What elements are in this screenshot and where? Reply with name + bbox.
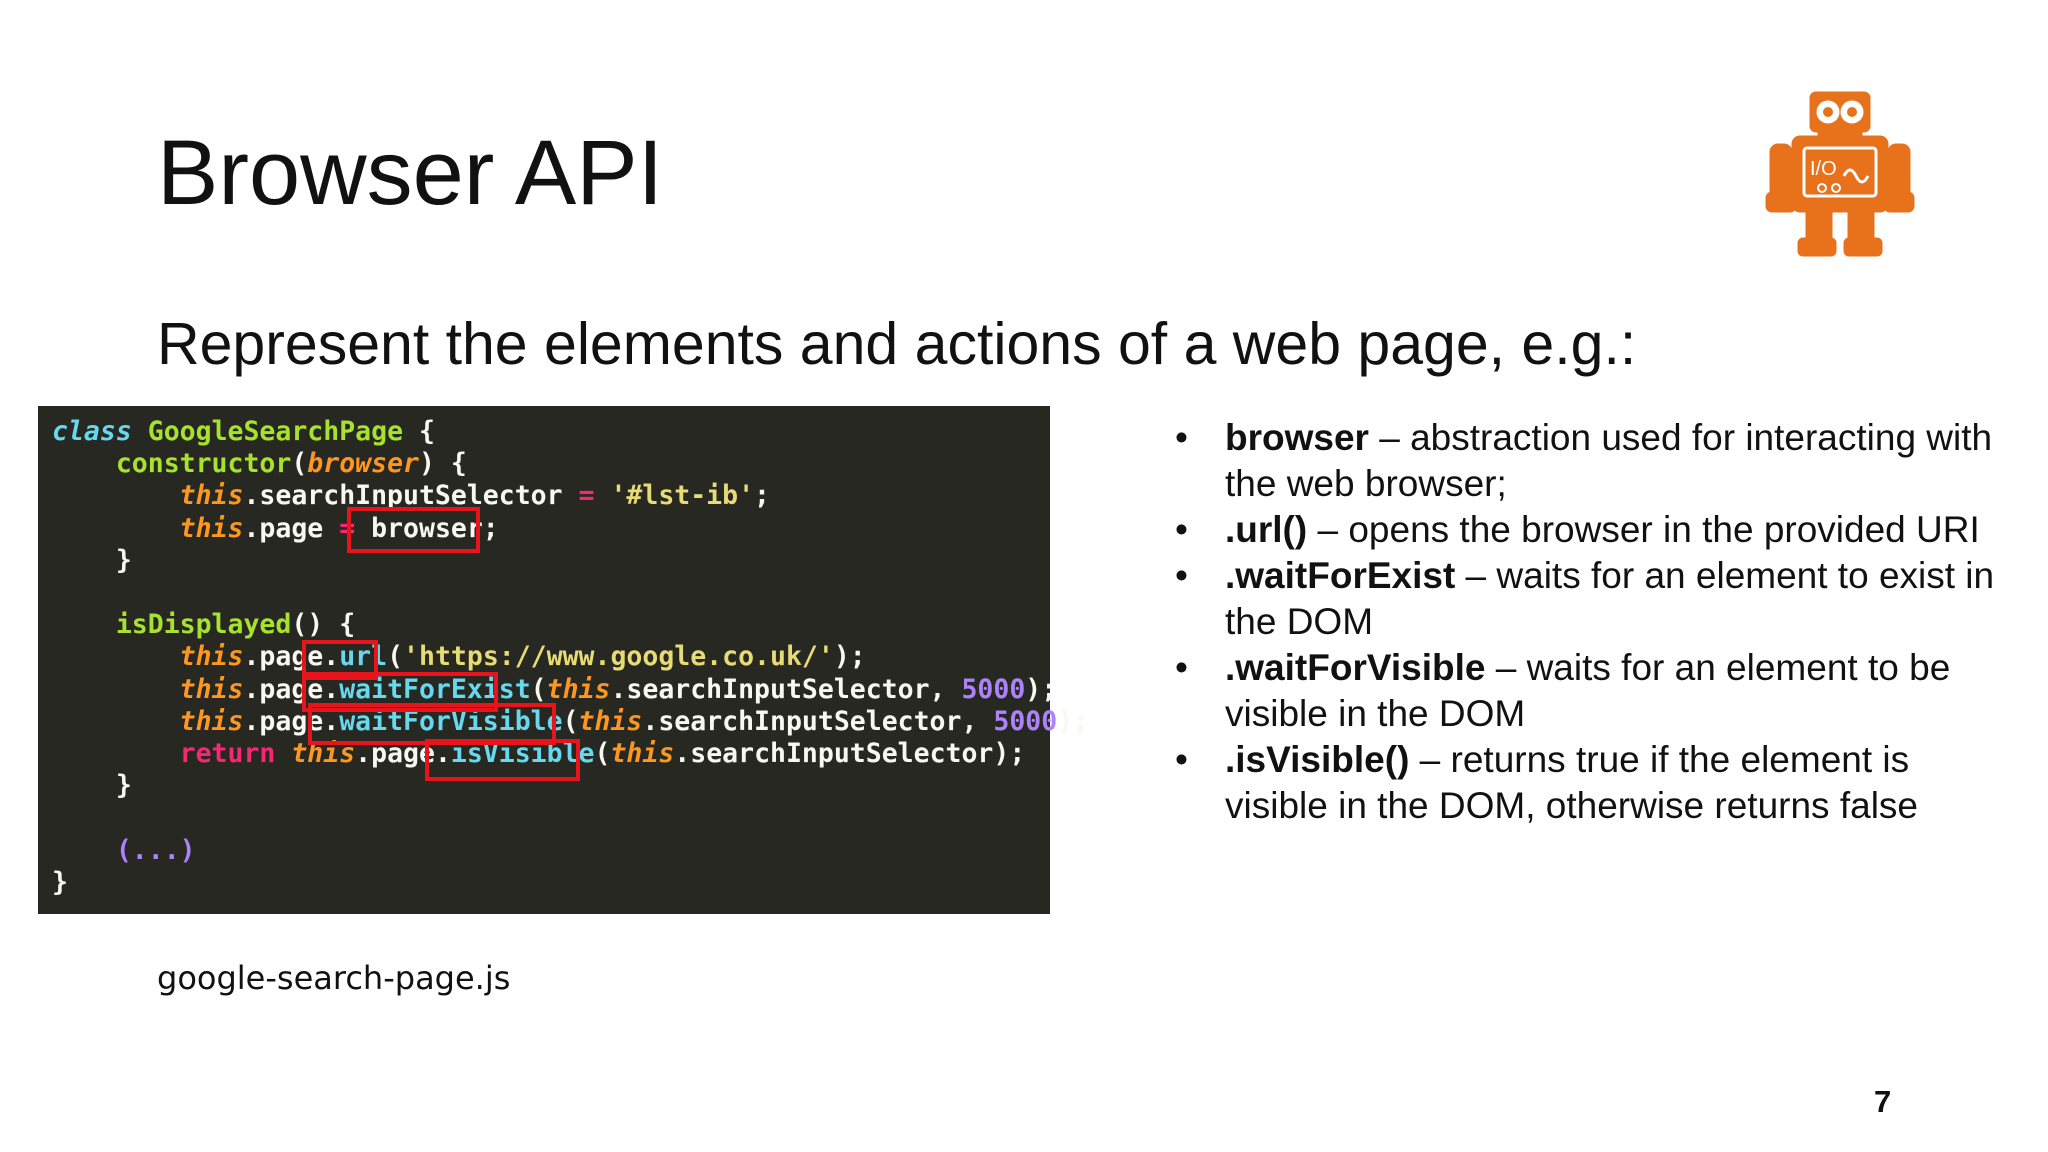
code-token: this (179, 512, 244, 544)
api-bullet-list: •browser – abstraction used for interact… (1170, 415, 2020, 829)
code-token: this (546, 673, 611, 705)
code-token: return (179, 738, 276, 770)
code-token: 5000 (961, 673, 1026, 705)
bullet-description: – waits for an element to be visible in … (1225, 647, 1951, 734)
highlight-waitforexist (302, 672, 498, 712)
bullet-description: – opens the browser in the provided URI (1307, 509, 1980, 550)
code-token: this (610, 738, 675, 770)
bullet-item: •.waitForExist – waits for an element to… (1175, 555, 1995, 642)
bullet-term: .isVisible() (1225, 739, 1410, 780)
bullet-item: •.waitForVisible – waits for an element … (1175, 647, 1951, 734)
highlight-waitforvisible (308, 703, 556, 745)
code-token: constructor (115, 448, 292, 480)
bullet-description: – returns true if the element is visible… (1225, 739, 1918, 826)
highlight-url (302, 640, 378, 680)
code-token: 5000 (993, 705, 1058, 737)
code-token: this (179, 480, 244, 512)
highlight-isvisible (425, 739, 580, 781)
bullet-term: .waitForExist (1225, 555, 1456, 596)
code-token: 'https://www.google.co.uk/' (403, 641, 834, 673)
code-token: '#lst-ib' (610, 480, 755, 512)
code-token: url (339, 641, 388, 673)
code-token: = (578, 480, 595, 512)
code-token: (...) (115, 834, 196, 866)
bullet-term: .waitForVisible (1225, 647, 1486, 688)
code-token: class (52, 416, 132, 447)
bullet-description: – abstraction used for interacting with … (1225, 417, 1993, 504)
code-token: isDisplayed (115, 609, 292, 641)
code-screenshot: class GoogleSearchPage { constructor(bro… (38, 406, 1089, 914)
logo-text: I/O (1810, 158, 1837, 180)
slide-title: Browser API (157, 122, 664, 224)
code-filename: google-search-page.js (157, 959, 511, 997)
code-token: GoogleSearchPage (147, 416, 404, 447)
bullet-item: •.isVisible() – returns true if the elem… (1175, 739, 1918, 826)
code-token: this (179, 705, 244, 737)
bullet-description: – waits for an element to exist in the D… (1225, 555, 1995, 642)
code-block: class GoogleSearchPage { constructor(bro… (52, 416, 1090, 898)
bullet-item: •.url() – opens the browser in the provi… (1175, 509, 1980, 550)
code-token: this (578, 705, 643, 737)
bullet-item: •browser – abstraction used for interact… (1175, 417, 1993, 504)
code-token: this (179, 673, 244, 705)
robot-logo-icon: I/O (1765, 91, 1915, 257)
page-number: 7 (1874, 1084, 1892, 1119)
code-token: this (179, 641, 244, 673)
highlight-browser (347, 507, 480, 553)
code-token: browser (307, 448, 419, 480)
slide-subtitle: Represent the elements and actions of a … (157, 311, 1637, 377)
bullet-term: browser (1225, 417, 1369, 458)
bullet-term: .url() (1225, 509, 1308, 550)
